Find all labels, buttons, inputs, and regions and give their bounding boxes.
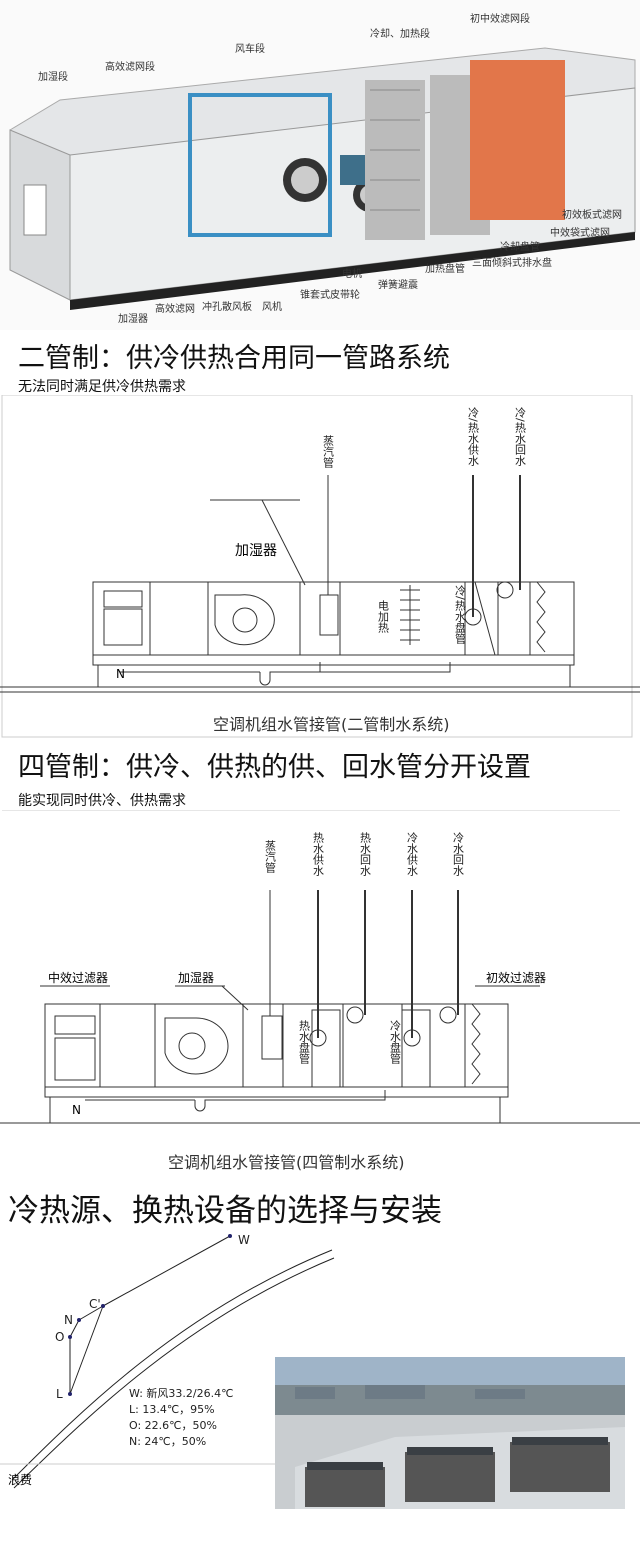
svg-text:加湿段: 加湿段 [38,70,68,83]
section3-title: 冷热源、换热设备的选择与安装 [8,1193,442,1229]
svg-text:加热盘管: 加热盘管 [425,262,465,275]
section2-title: 四管制：供冷、供热的供、回水管分开设置 [18,752,531,783]
diagram2-caption: 空调机组水管接管(四管制水系统) [168,1153,405,1172]
svg-text:冷却、加热段: 冷却、加热段 [370,27,430,40]
section1-title: 二管制：供冷供热合用同一管路系统 [18,343,450,374]
pipe-label: 冷水供水 [406,832,419,876]
legend-line: L: 13.4℃，95% [129,1403,215,1416]
footer-note: 浪费 [8,1472,32,1487]
humidifier-label: 加湿器 [235,543,277,559]
svg-text:电机: 电机 [342,267,362,280]
point-label-n: N [64,1313,73,1327]
pipe-label: 热水供水 [312,832,325,876]
svg-text:初效板式滤网: 初效板式滤网 [562,208,622,221]
coil-label: 冷/热水盘管 [454,585,467,645]
point-label-o: O [55,1330,64,1344]
hot-coil-label: 热水盘管 [298,1020,311,1065]
legend-line: O: 22.6℃，50% [129,1419,217,1432]
ahu-illustration: 加湿段 高效滤网段 风车段 冷却、加热段 初中效滤网段 初效板式滤网 中效袋式滤… [0,0,640,330]
psychrometric-chart: W C' N O L W: 新风33.2/26.4℃ L: 13.4℃，95% … [0,1233,340,1489]
legend-line: W: 新风33.2/26.4℃ [129,1386,233,1400]
point-label-l: L [56,1387,63,1401]
pipe-label: 冷水回水 [452,832,465,876]
cold-coil-label: 冷水盘管 [389,1020,402,1065]
svg-text:高效滤网: 高效滤网 [155,302,195,315]
svg-text:弹簧避震: 弹簧避震 [378,278,418,291]
drain-label: N [72,1103,81,1117]
svg-text:中效袋式滤网: 中效袋式滤网 [550,226,610,239]
point-label-c: C' [89,1297,101,1311]
svg-text:冷却盘管: 冷却盘管 [500,240,540,253]
pipe-label: 冷/热水供水 [467,407,480,466]
svg-text:加湿器: 加湿器 [118,313,148,325]
four-pipe-diagram: 中效过滤器 加湿器 初效过滤器 N 热水盘管 冷水盘管 蒸汽管 热水供水 热水回… [0,810,640,1172]
section1-subtitle: 无法同时满足供冷供热需求 [18,379,186,395]
pipe-label: 冷/热水回水 [514,407,527,466]
medium-filter-label: 中效过滤器 [48,970,108,985]
electric-heat-label: 电加热 [377,600,390,634]
svg-text:高效滤网段: 高效滤网段 [105,60,155,73]
point-label-w: W [238,1233,250,1247]
pipe-label: 蒸汽管 [264,840,277,874]
svg-text:初中效滤网段: 初中效滤网段 [470,12,530,25]
section2-subtitle: 能实现同时供冷、供热需求 [18,793,186,809]
svg-text:锥套式皮带轮: 锥套式皮带轮 [300,288,360,301]
svg-text:冲孔散风板: 冲孔散风板 [202,300,252,313]
pipe-label: 蒸汽管 [322,435,335,469]
pipe-label: 热水回水 [359,832,372,876]
primary-filter-label: 初效过滤器 [486,970,546,985]
two-pipe-diagram: 加湿器 N 电加热 冷/热水盘管 蒸汽管 冷/热水供水 冷/热水回水 空调机组水… [0,395,640,738]
rooftop-chiller-photo [275,1357,625,1509]
svg-text:风车段: 风车段 [235,42,265,55]
svg-text:三面倾斜式排水盘: 三面倾斜式排水盘 [472,256,552,269]
legend-line: N: 24℃，50% [129,1435,206,1448]
drain-label: N [116,667,125,681]
svg-text:风机: 风机 [262,300,282,313]
diagram1-caption: 空调机组水管接管(二管制水系统) [213,715,450,734]
humidifier-label: 加湿器 [178,970,214,985]
